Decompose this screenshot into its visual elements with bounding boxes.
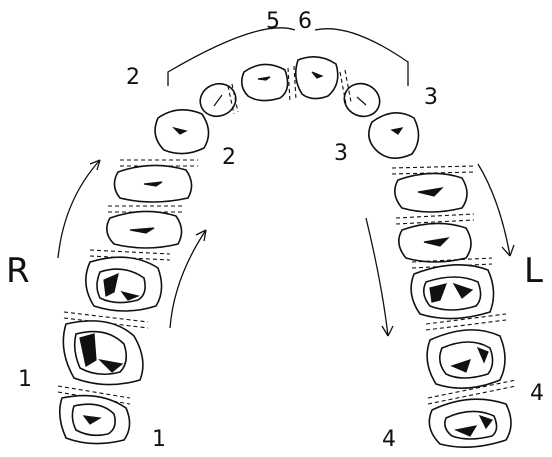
label-upper-left-outer: 2 bbox=[126, 65, 140, 90]
tooth-incisor-l1 bbox=[296, 57, 338, 99]
label-right-side: R bbox=[6, 251, 30, 291]
label-left-side: L bbox=[524, 251, 543, 291]
tooth-right-canine bbox=[155, 110, 208, 154]
label-lower-left-outer: 1 bbox=[18, 367, 32, 392]
label-upper-right-outer: 3 bbox=[424, 85, 438, 110]
tooth-incisor-l2 bbox=[339, 78, 385, 122]
separator bbox=[288, 66, 296, 102]
tooth-left-premolar-2 bbox=[399, 223, 471, 262]
label-lower-right-inner: 4 bbox=[382, 427, 396, 452]
tooth-right-molar-3 bbox=[60, 396, 130, 444]
label-upper-right-inner: 3 bbox=[334, 141, 348, 166]
tooth-left-molar-2 bbox=[427, 330, 505, 388]
tooth-right-molar-1 bbox=[86, 257, 162, 311]
arrow-left-inner bbox=[366, 218, 393, 336]
tooth-left-premolar-1 bbox=[395, 173, 467, 212]
tooth-left-molar-3 bbox=[429, 399, 511, 447]
tooth-left-canine bbox=[369, 113, 419, 158]
arrow-right-outer bbox=[58, 160, 100, 258]
separator bbox=[396, 214, 474, 224]
label-upper-left-inner: 2 bbox=[222, 145, 236, 170]
label-lower-right-outer: 4 bbox=[530, 381, 544, 406]
tooth-right-molar-2 bbox=[63, 321, 143, 385]
arrow-left-outer bbox=[478, 164, 514, 256]
label-top-center-left: 5 bbox=[266, 9, 280, 34]
label-lower-left-inner: 1 bbox=[152, 427, 166, 452]
tooth-incisor-r1 bbox=[242, 64, 288, 100]
tooth-left-molar-1 bbox=[411, 265, 493, 319]
tooth-right-premolar-2 bbox=[107, 211, 182, 248]
label-top-center-right: 6 bbox=[298, 9, 312, 34]
tooth-right-premolar-1 bbox=[114, 165, 191, 202]
